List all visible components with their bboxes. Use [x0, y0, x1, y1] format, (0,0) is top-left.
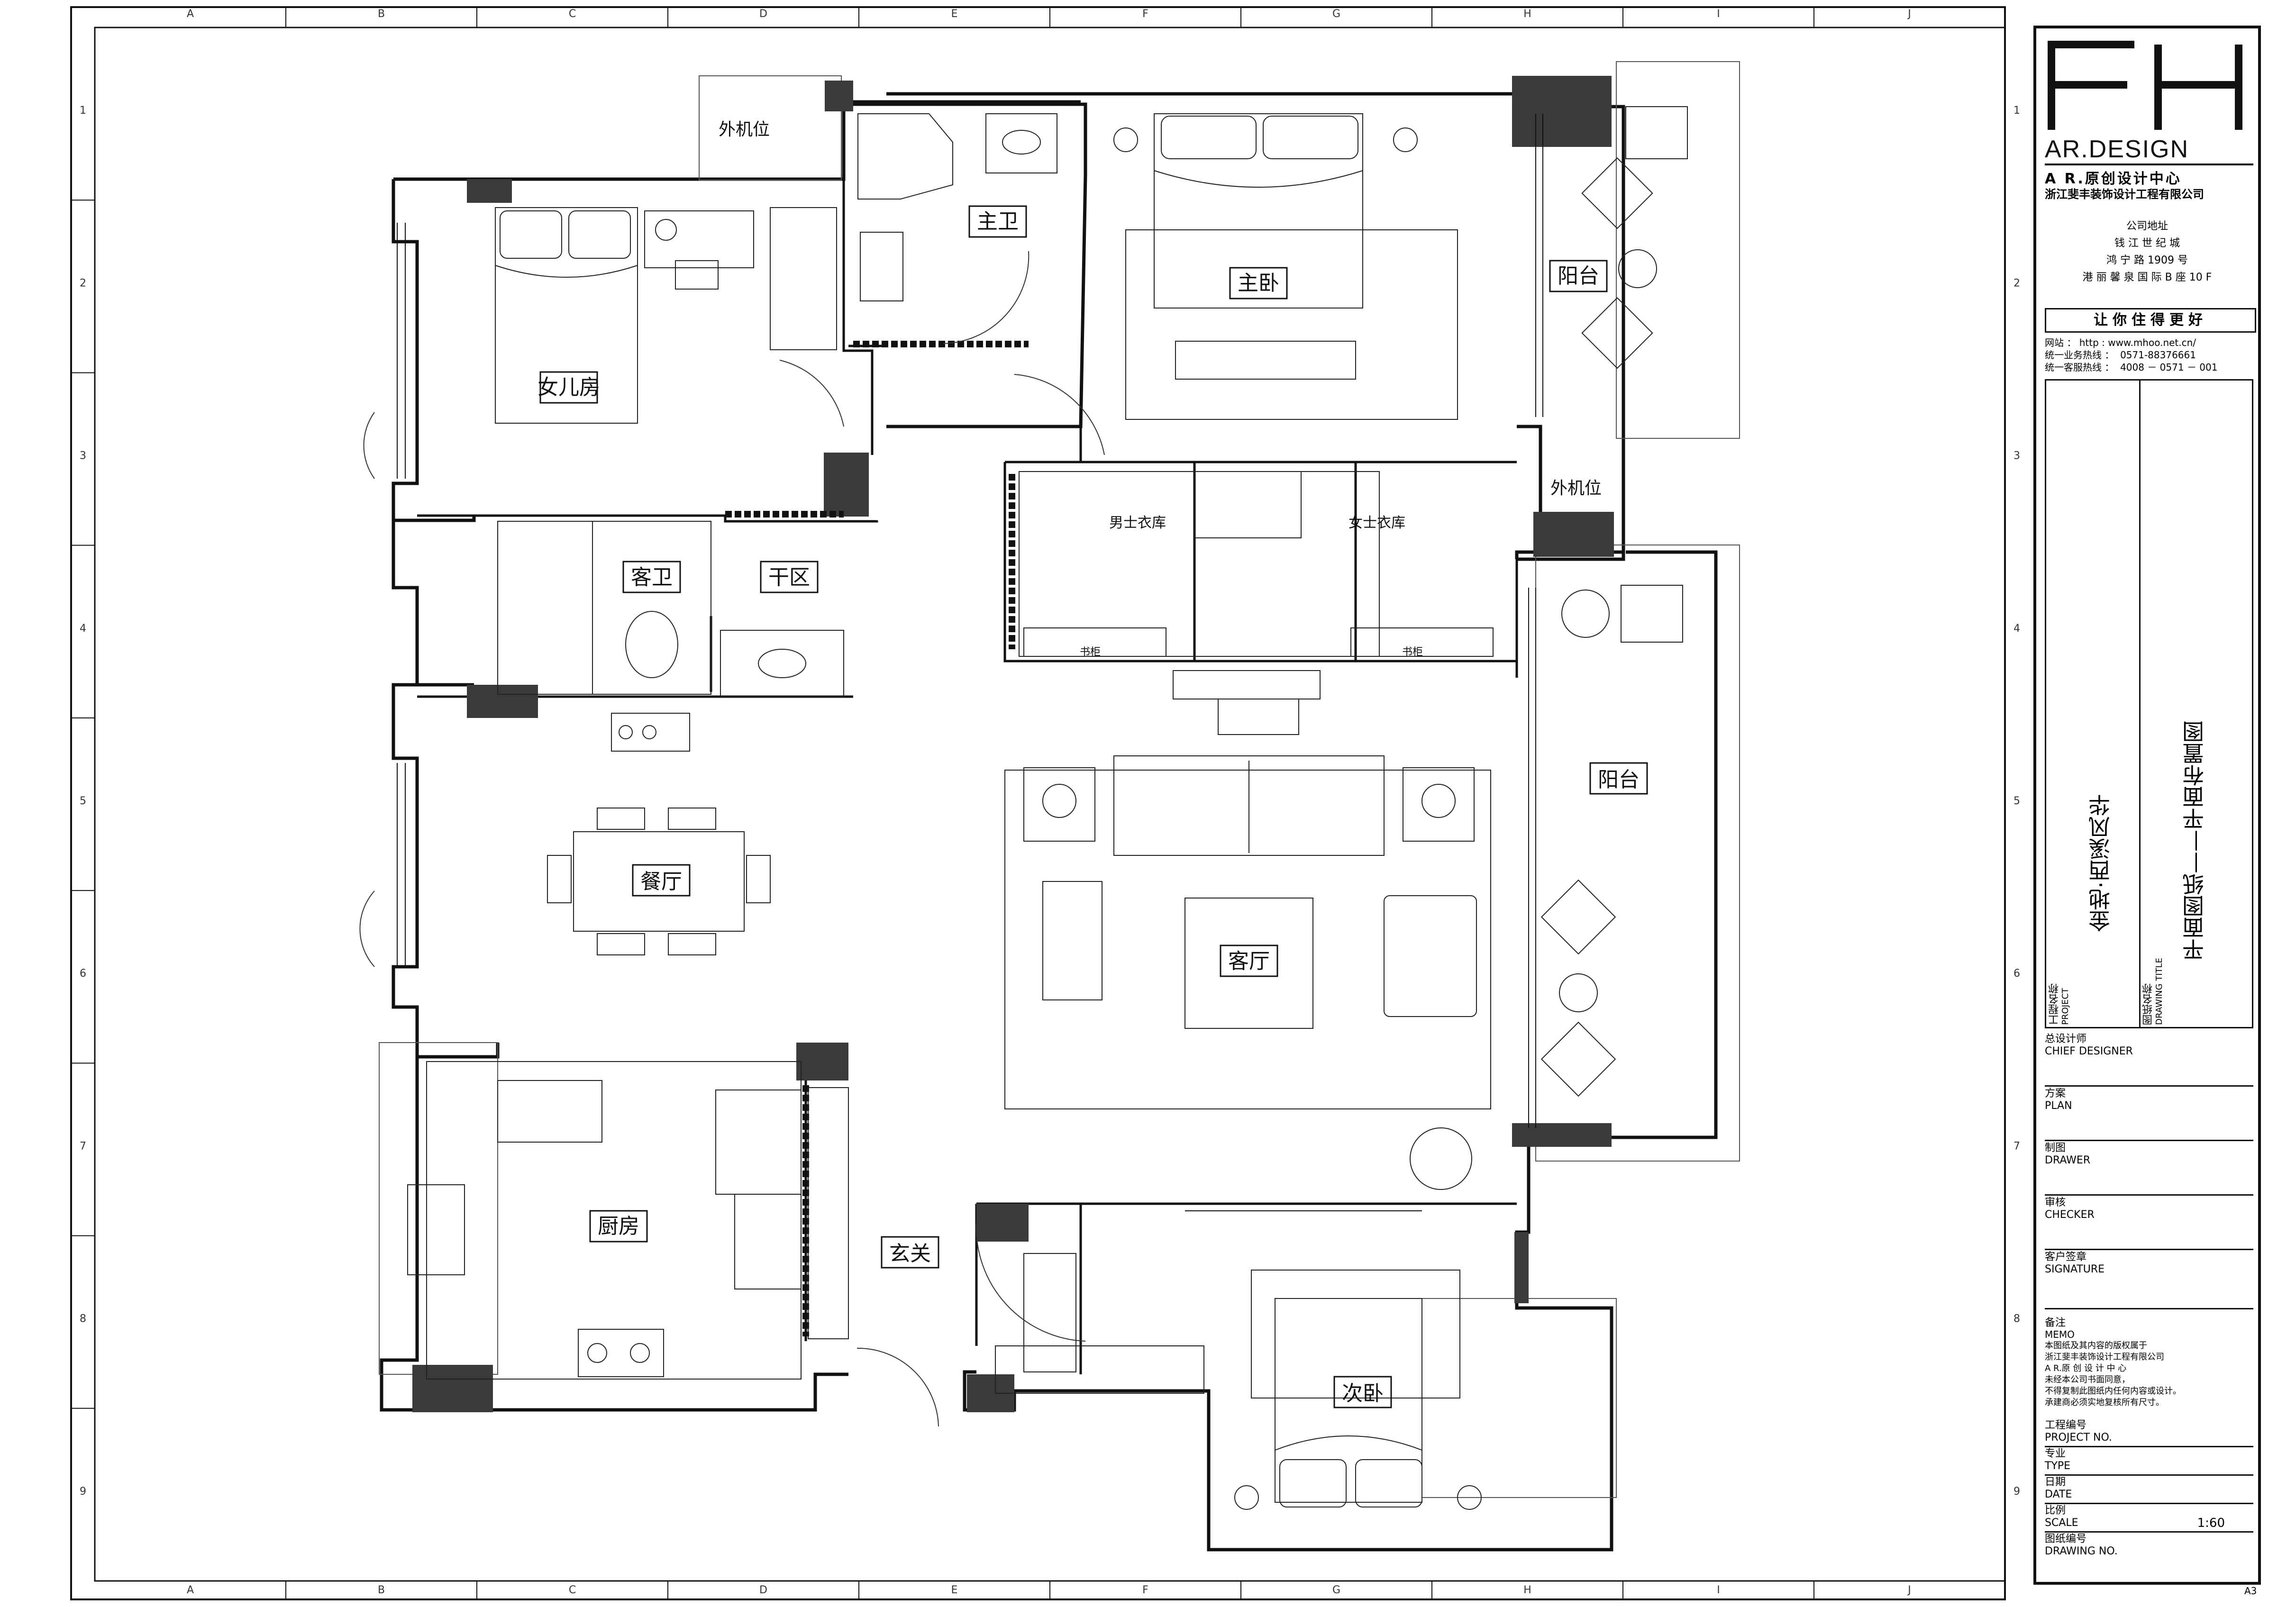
room-label-guest-bath: 客卫: [631, 565, 673, 590]
company-name: 浙江斐丰装饰设计工程有限公司: [2045, 188, 2204, 201]
row-label-right-7: 7: [2014, 1140, 2020, 1152]
col-label-bottom-A: A: [187, 1584, 194, 1596]
memo-block: 备注 MEMO 本图纸及其内容的版权属于 浙江斐丰装饰设计工程有限公司 A R.…: [2045, 1317, 2181, 1408]
col-label-bottom-G: G: [1332, 1584, 1340, 1596]
scale-value: 1:60: [2197, 1516, 2225, 1530]
project-label-en: PROJECT: [2060, 988, 2070, 1025]
interior-walls: [417, 179, 1518, 1374]
room-label-balcony-top: 阳台: [1558, 264, 1599, 288]
col-label-top-D: D: [759, 8, 767, 20]
col-label-bottom-F: F: [1142, 1584, 1148, 1596]
col-label-bottom-B: B: [378, 1584, 385, 1596]
company-address: 公司地址 钱 江 世 纪 城 鸿 宁 路 1909 号 港 丽 馨 泉 国 际 …: [2082, 220, 2212, 283]
row-label-left-5: 5: [80, 795, 86, 807]
room-label-master-bath: 主卫: [977, 209, 1019, 234]
col-label-top-A: A: [187, 8, 194, 20]
exterior-walls: [380, 92, 1718, 1552]
sheet-size: A3: [2244, 1585, 2257, 1597]
room-label-ac-top: 外机位: [719, 120, 770, 139]
col-label-top-C: C: [569, 8, 576, 20]
project-divider: [2139, 381, 2141, 1027]
col-label-bottom-H: H: [1523, 1584, 1531, 1596]
row-label-left-3: 3: [80, 450, 86, 462]
col-label-bottom-C: C: [569, 1584, 576, 1596]
row-label-right-8: 8: [2014, 1313, 2020, 1325]
col-label-top-J: J: [1907, 8, 1911, 20]
row-label-left-1: 1: [80, 105, 86, 117]
col-label-top-E: E: [951, 8, 958, 20]
contact-info: 网站 ： http : www.mhoo.net.cn/统一业务热线 ： 057…: [2045, 337, 2218, 373]
room-label-men-closet: 男士衣库: [1109, 515, 1166, 531]
row-label-right-4: 4: [2014, 623, 2020, 635]
col-label-bottom-D: D: [759, 1584, 767, 1596]
door-swings: [359, 251, 1105, 1427]
title-block: AR.DESIGN A R.原创设计中心 浙江斐丰装饰设计工程有限公司 公司地址…: [2033, 26, 2261, 1585]
row-label-right-2: 2: [2014, 277, 2020, 289]
brand-name: AR.DESIGN: [2045, 135, 2253, 165]
col-label-top-F: F: [1142, 8, 1148, 20]
brand-subtitle: A R.原创设计中心: [2045, 171, 2182, 187]
structural-columns: [412, 76, 1614, 1412]
col-label-top-B: B: [378, 8, 385, 20]
brick-partitions: [725, 341, 1029, 1336]
row-label-left-6: 6: [80, 968, 86, 980]
col-label-bottom-E: E: [951, 1584, 958, 1596]
slogan: 让你住得更好: [2045, 308, 2256, 333]
room-label-cabinet-right: 书柜: [1402, 646, 1423, 658]
room-label-kitchen: 厨房: [598, 1214, 639, 1238]
column-grid-labels: A A B B C C D D E E F F G G H H I I J J: [187, 7, 1911, 1599]
room-label-second-bed: 次卧: [1342, 1381, 1384, 1406]
row-label-right-6: 6: [2014, 968, 2020, 980]
windows: [397, 114, 1543, 1211]
project-title-box: 工程名称 PROJECT 金地·西溪风华 图纸名称 DRAWING TITLE …: [2045, 379, 2253, 1028]
row-label-left-7: 7: [80, 1140, 86, 1152]
drawing-label-en: DRAWING TITLE: [2154, 958, 2164, 1025]
furniture: [407, 106, 1688, 1510]
room-label-living: 客厅: [1228, 949, 1270, 973]
row-label-right-9: 9: [2014, 1486, 2020, 1498]
row-grid-labels: 1 1 2 2 3 3 4 4 5 5 6 6 7 7 8 8 9 9: [71, 105, 2020, 1498]
room-label-master-bed: 主卧: [1238, 271, 1279, 295]
drawing-title: 平面图纸——平面布置图: [2182, 721, 2207, 961]
room-label-daughter: 女儿房: [538, 375, 600, 399]
drawing-frame: [94, 27, 2006, 1582]
project-name: 金地·西溪风华: [2088, 794, 2114, 932]
row-label-right-5: 5: [2014, 795, 2020, 807]
row-label-left-8: 8: [80, 1313, 86, 1325]
row-label-left-4: 4: [80, 623, 86, 635]
ardesign-logo-icon: [2048, 41, 2242, 130]
room-label-women-closet: 女士衣库: [1348, 515, 1405, 531]
row-label-left-9: 9: [80, 1486, 86, 1498]
col-label-top-H: H: [1523, 8, 1531, 20]
room-label-cabinet-left: 书柜: [1080, 646, 1101, 658]
room-label-dry-zone: 干区: [768, 565, 810, 590]
col-label-bottom-J: J: [1907, 1584, 1911, 1596]
col-label-top-G: G: [1332, 8, 1340, 20]
col-label-top-I: I: [1717, 8, 1720, 20]
room-label-dining: 餐厅: [640, 870, 682, 894]
row-label-right-1: 1: [2014, 105, 2020, 117]
room-label-frames: [539, 205, 1648, 1408]
room-label-ac-mid: 外机位: [1550, 479, 1602, 498]
room-label-balcony-right: 阳台: [1598, 768, 1640, 792]
row-label-left-2: 2: [80, 277, 86, 289]
row-label-right-3: 3: [2014, 450, 2020, 462]
room-label-foyer: 玄关: [889, 1242, 931, 1266]
col-label-bottom-I: I: [1717, 1584, 1720, 1596]
